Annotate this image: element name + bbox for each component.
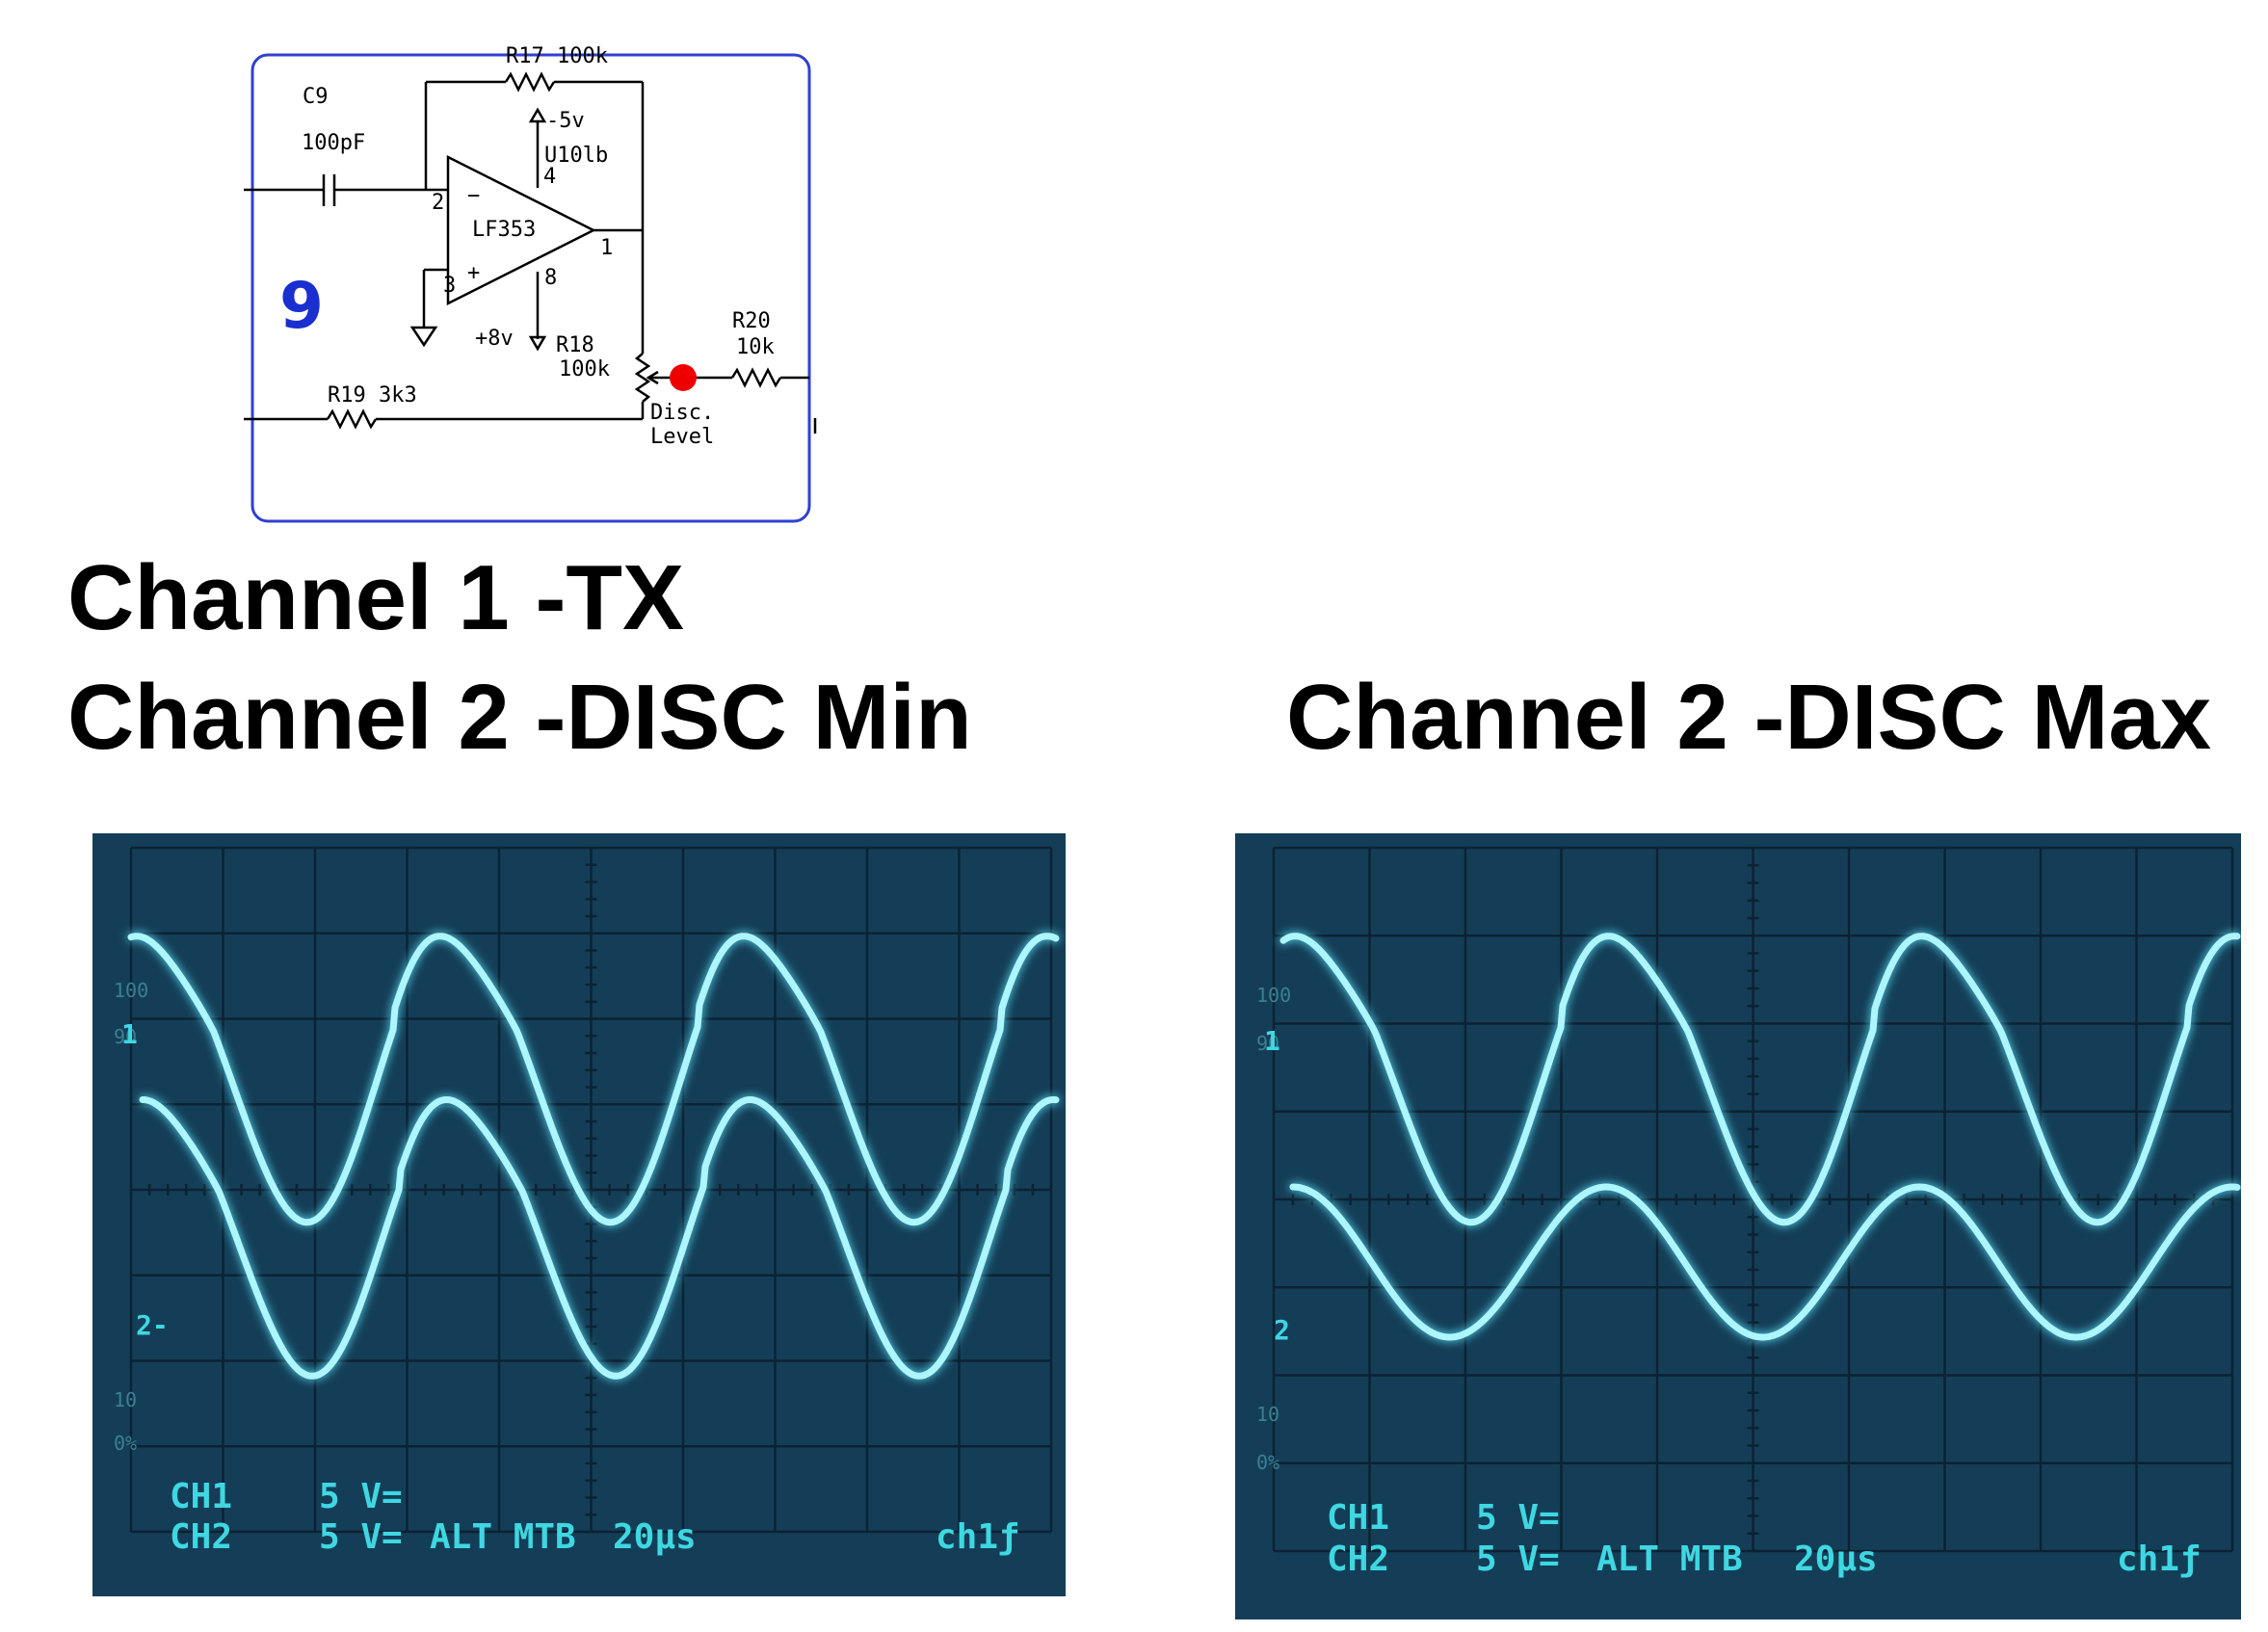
- stage-number: 9: [279, 269, 324, 343]
- schematic-frame: [251, 53, 811, 523]
- r19-label: R19 3k3: [328, 383, 417, 408]
- disc-label-line1: Disc.: [650, 401, 714, 425]
- ch1-scale: 5 V=: [1476, 1498, 1560, 1538]
- r18-value-label: 100k: [559, 357, 610, 382]
- pos-supply-label: +8v: [475, 327, 514, 351]
- trigger-source: ch1ƒ: [2117, 1540, 2201, 1579]
- pin4-label: 4: [543, 165, 556, 189]
- opamp-symbol: [446, 154, 596, 306]
- timebase: 20µs: [1794, 1540, 1878, 1579]
- channel-marker: 2-: [136, 1309, 169, 1341]
- r17-resistor: [504, 71, 556, 92]
- r18-name-label: R18: [556, 333, 594, 357]
- grid-percent-label: 90: [114, 1025, 137, 1048]
- c9-name-label: C9: [303, 85, 329, 109]
- ground-symbol: [409, 326, 438, 348]
- minus-sign: −: [467, 184, 480, 208]
- ch2-scale: 5 V=: [319, 1517, 403, 1557]
- pin3-label: 3: [443, 274, 456, 298]
- heading-channel2-disc-min: Channel 2 -DISC Min: [67, 666, 972, 769]
- channel1-trace: [127, 933, 1060, 1226]
- u10-label: U10lb: [544, 144, 608, 168]
- channel2-trace: [1289, 1183, 2241, 1341]
- grid-percent-label: 100: [1256, 984, 1291, 1007]
- channel-marker: 1: [1264, 1025, 1280, 1057]
- channel2-trace: [139, 1096, 1060, 1380]
- ch2-scale: 5 V=: [1476, 1540, 1560, 1579]
- grid-percent-label: 0%: [1256, 1451, 1279, 1474]
- c9-value-label: 100pF: [302, 131, 365, 155]
- grid-percent-label: 100: [114, 979, 148, 1002]
- r20-name-label: R20: [732, 309, 771, 333]
- schematic: C9 100pF R17 100k -5v U10lb 4 2 − LF353 …: [244, 44, 817, 523]
- disc-label-line2: Level: [650, 425, 714, 449]
- pin2-label: 2: [432, 191, 444, 215]
- r18-potentiometer: [634, 353, 651, 403]
- timebase: 20µs: [613, 1517, 697, 1557]
- heading-channel1-tx: Channel 1 -TX: [67, 546, 685, 649]
- r19-resistor: [326, 408, 378, 430]
- sweep-mode: ALT MTB: [1596, 1540, 1743, 1579]
- ch1-label: CH1: [170, 1477, 232, 1516]
- grid-percent-label: 0%: [114, 1432, 137, 1455]
- scope-screen-disc-min: 100 90 10 0% 1 2- CH1 5 V= CH2 5 V= ALT MTB 20µs ch1…: [92, 833, 1066, 1596]
- r17-label: R17 100k: [506, 44, 608, 68]
- neg-supply-label: -5v: [546, 109, 585, 133]
- grid-percent-label: 10: [1256, 1403, 1279, 1426]
- pin1-label: 1: [600, 236, 613, 260]
- sweep-mode: ALT MTB: [430, 1517, 576, 1557]
- ch1-label: CH1: [1327, 1498, 1389, 1538]
- grid-percent-label: 10: [114, 1388, 137, 1411]
- r20-value-label: 10k: [736, 335, 775, 359]
- plus-sign: +: [467, 261, 480, 285]
- channel-marker: 2: [1274, 1314, 1290, 1346]
- ch2-label: CH2: [1327, 1540, 1389, 1579]
- r20-resistor: [730, 367, 782, 388]
- ch1-scale: 5 V=: [319, 1477, 403, 1516]
- opamp-label: LF353: [472, 218, 536, 242]
- trigger-source: ch1ƒ: [936, 1517, 1019, 1557]
- channel-marker: 1: [121, 1018, 138, 1050]
- test-point: [670, 364, 697, 391]
- channel1-trace: [1279, 933, 2241, 1226]
- pin8-label: 8: [544, 266, 557, 290]
- ch2-label: CH2: [170, 1517, 232, 1557]
- scope-display: 100 90 10 0% 1 2- CH1 5 V= CH2 5 V= ALT MTB 20µs ch1…: [114, 846, 1060, 1557]
- heading-channel2-disc-max: Channel 2 -DISC Max: [1286, 666, 2212, 769]
- graticule: [129, 846, 1053, 1534]
- grid-percent-label: 90: [1256, 1032, 1279, 1055]
